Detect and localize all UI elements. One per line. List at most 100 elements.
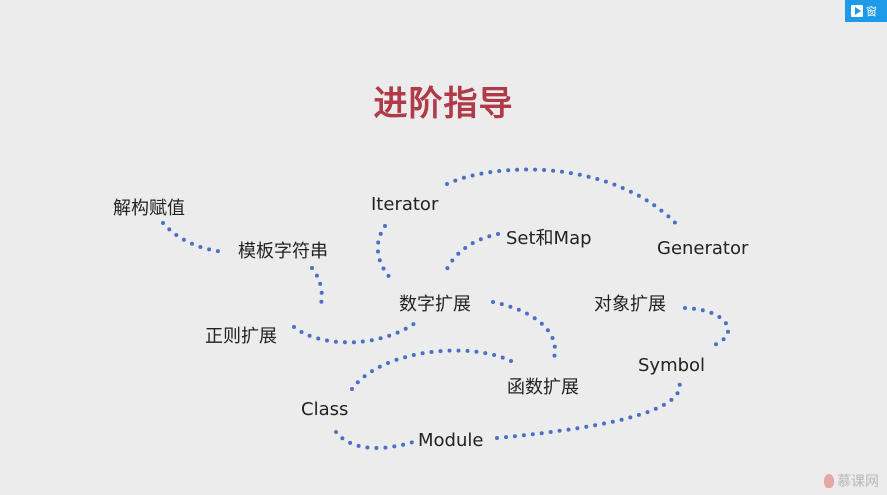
connector-class-to-module <box>334 430 414 450</box>
connector-dot <box>470 173 475 178</box>
connector-destructuring-to-template <box>161 221 220 254</box>
connector-dot <box>595 177 600 181</box>
connector-dot <box>726 329 730 334</box>
connector-dot <box>683 306 687 310</box>
connector-dot <box>620 186 625 190</box>
connector-dot <box>515 167 520 172</box>
node-regex-extension: 正则扩展 <box>205 326 277 347</box>
connector-dot <box>512 434 517 439</box>
connector-dot <box>378 336 383 341</box>
connector-dot <box>603 179 608 184</box>
connector-dot <box>350 387 354 391</box>
connector-dot <box>356 443 361 448</box>
connector-dot <box>360 339 365 344</box>
connector-dot <box>438 349 443 354</box>
node-destructuring: 解构赋值 <box>113 198 185 219</box>
connector-dot <box>586 174 591 179</box>
connector-dot <box>593 423 598 428</box>
connector-dot <box>700 308 705 313</box>
connector-dot <box>550 336 555 340</box>
connector-dot <box>378 231 383 236</box>
connector-dot <box>628 415 633 420</box>
connector-dot <box>506 168 511 173</box>
connector-dot <box>612 182 617 187</box>
connector-dot <box>190 241 194 246</box>
connector-dot <box>610 419 615 424</box>
connector-dot <box>479 171 484 176</box>
connector-dot <box>310 266 314 270</box>
connector-dot <box>470 241 475 246</box>
connector-dot <box>552 353 557 358</box>
connector-dot <box>411 322 416 327</box>
connector-dot <box>628 189 633 194</box>
connector-dot <box>714 342 718 347</box>
connector-dot <box>551 168 556 173</box>
connector-dot <box>487 234 492 239</box>
brand-name: 慕课网 <box>837 474 879 490</box>
connector-dot <box>539 431 544 436</box>
connector-dot <box>723 321 728 326</box>
connector-dot <box>340 436 345 441</box>
connector-dot <box>456 251 461 256</box>
connector-dot <box>478 237 483 242</box>
connector-dot <box>383 224 387 228</box>
connector-dot <box>666 214 671 219</box>
connector-dot <box>445 182 449 186</box>
connector-dot <box>659 208 664 213</box>
node-number-extension: 数字扩展 <box>399 294 471 315</box>
connector-dot <box>491 300 495 304</box>
connector-dot <box>365 445 370 450</box>
node-class: Class <box>301 399 349 420</box>
connector-dot <box>362 374 367 379</box>
connector-dot <box>342 340 347 345</box>
connector-dot <box>602 421 606 426</box>
connector-dot <box>334 430 338 434</box>
page-title: 进阶指导 <box>373 84 514 124</box>
connector-dot <box>411 353 416 357</box>
connector-dot <box>495 436 499 440</box>
window-mode-button[interactable]: 窗 <box>845 0 887 22</box>
connector-dot <box>369 338 374 343</box>
connector-dot <box>508 304 513 309</box>
connector-dot <box>377 364 382 369</box>
connector-dot <box>516 307 521 312</box>
connector-dot <box>392 444 397 449</box>
connector-dot <box>319 299 324 304</box>
connector-dot <box>450 258 455 263</box>
connector-dot <box>584 424 589 429</box>
node-template-string: 模板字符串 <box>238 241 328 262</box>
connector-dot <box>500 355 505 360</box>
connector-dot <box>370 369 374 374</box>
connector-dot <box>318 281 323 286</box>
connector-dot <box>539 321 544 326</box>
connector-dot <box>215 249 220 254</box>
node-iterator: Iterator <box>371 194 439 215</box>
connector-dot <box>299 330 304 334</box>
connector-dot <box>557 428 562 433</box>
play-icon <box>851 5 863 17</box>
node-symbol: Symbol <box>638 355 706 376</box>
connector-module-to-symbol <box>495 382 682 440</box>
connector-dot <box>319 290 324 295</box>
connector-regex-to-number <box>292 322 416 345</box>
connector-dot <box>661 402 666 407</box>
connector-dot <box>645 410 650 415</box>
connector-dot <box>652 203 657 208</box>
connector-dot <box>395 330 400 335</box>
connector-dot <box>524 167 529 172</box>
connector-dot <box>474 349 479 354</box>
connector-dot <box>492 353 497 357</box>
node-object-extension: 对象扩展 <box>594 294 666 315</box>
connector-dot <box>292 325 296 329</box>
connector-dot <box>376 240 381 245</box>
connector-dot <box>677 382 682 387</box>
connector-dot <box>207 247 212 252</box>
connector-dot <box>453 178 458 183</box>
connector-dot <box>636 193 641 198</box>
connector-dot <box>307 333 312 338</box>
connector-dot <box>542 168 547 172</box>
connector-class-to-function <box>350 348 513 391</box>
connector-dot <box>314 273 319 278</box>
connector-dot <box>394 357 399 362</box>
